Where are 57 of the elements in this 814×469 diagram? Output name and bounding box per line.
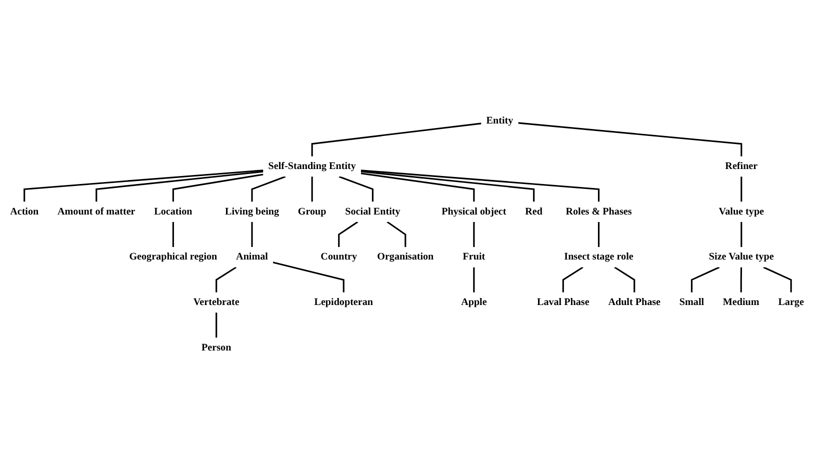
connector bbox=[740, 176, 742, 202]
node-text: Roles & Phases bbox=[566, 206, 632, 217]
connector bbox=[96, 170, 264, 202]
node-text: Entity bbox=[486, 116, 514, 126]
node-text: Refiner bbox=[725, 160, 758, 172]
node-text: Red bbox=[525, 206, 542, 217]
node-text: Organisation bbox=[377, 252, 434, 262]
connector bbox=[338, 176, 374, 202]
connector bbox=[763, 266, 792, 292]
connector bbox=[360, 170, 535, 202]
connector bbox=[311, 176, 313, 202]
node-text: Value type bbox=[718, 206, 764, 217]
connector bbox=[251, 176, 286, 202]
connector bbox=[360, 170, 600, 202]
node-text: Location bbox=[154, 206, 192, 217]
connector bbox=[216, 312, 218, 338]
connector bbox=[311, 122, 482, 156]
node-text: Person bbox=[202, 342, 232, 353]
node-text: Vertebrate bbox=[193, 296, 240, 308]
node-text: Lepidopteran bbox=[314, 296, 374, 308]
node-text: Laval Phase bbox=[536, 296, 590, 308]
node-text: Medium bbox=[722, 296, 760, 308]
connector bbox=[614, 266, 636, 292]
node-text: Self-Standing Entity bbox=[268, 160, 356, 172]
connector bbox=[216, 266, 237, 292]
connector bbox=[251, 222, 253, 248]
connector bbox=[740, 222, 742, 248]
connector bbox=[360, 172, 475, 202]
connector bbox=[740, 267, 742, 292]
connector bbox=[172, 222, 174, 248]
node-text: Large bbox=[778, 296, 804, 308]
connector bbox=[562, 266, 584, 292]
connector bbox=[598, 222, 600, 248]
connector bbox=[386, 221, 406, 248]
node-text: Amount of matter bbox=[57, 206, 136, 217]
node-text: Adult Phase bbox=[608, 296, 661, 308]
connector bbox=[338, 221, 358, 248]
connector bbox=[24, 170, 264, 202]
connector bbox=[473, 222, 475, 248]
node-text: Fruit bbox=[462, 252, 486, 262]
node-text: Apple bbox=[461, 296, 487, 308]
node-text: Geographical region bbox=[129, 252, 218, 262]
node-text: Social Entity bbox=[345, 206, 400, 217]
connector bbox=[172, 174, 264, 202]
node-text: Small bbox=[679, 296, 704, 308]
node-text: Insect stage role bbox=[564, 252, 634, 262]
node-text: Living being bbox=[224, 206, 280, 217]
connector bbox=[690, 266, 720, 292]
connector bbox=[518, 122, 742, 156]
connector bbox=[272, 262, 344, 292]
node-text: Action bbox=[10, 206, 39, 217]
connector bbox=[473, 267, 475, 292]
node-text: Physical object bbox=[442, 206, 506, 217]
node-text: Country bbox=[320, 252, 358, 262]
node-text: Group bbox=[298, 206, 326, 217]
node-text: Size Value type bbox=[708, 252, 774, 262]
node-text: Animal bbox=[236, 252, 268, 262]
